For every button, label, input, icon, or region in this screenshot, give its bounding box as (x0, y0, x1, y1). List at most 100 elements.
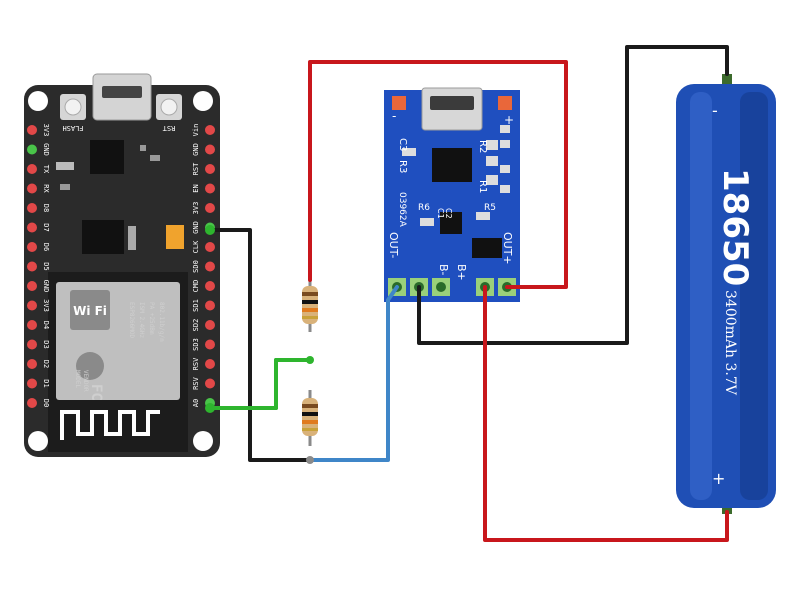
module-line: PA +25dBm (148, 302, 155, 335)
junction (306, 456, 314, 464)
left-pin (27, 359, 37, 369)
battery-18650: - + 18650 3400mAh 3.7V (676, 74, 776, 514)
a0-pin-highlight (205, 403, 215, 413)
left-pin (27, 378, 37, 389)
left-pin-label: D1 (42, 379, 50, 387)
right-pin-label: CMD (192, 280, 200, 293)
label-r6: R6 (418, 203, 430, 213)
module-label: ESP8266MOD (128, 302, 135, 339)
right-pin-label: CLK (192, 240, 200, 253)
left-pin (27, 300, 37, 311)
right-pin (205, 144, 215, 155)
resistor-r-bottom (302, 390, 318, 446)
module-line: 802.11b/g/n (158, 302, 165, 342)
wire-out-plus-to-divider (308, 60, 568, 289)
label-out-minus: OUT- (387, 232, 400, 258)
rst-button (156, 94, 182, 120)
left-pin-label: D4 (42, 321, 50, 329)
right-pin (205, 125, 215, 135)
left-pin (27, 222, 37, 233)
terminal-unused (432, 278, 450, 296)
right-pin (205, 261, 215, 272)
label-code: 03962A (397, 192, 407, 228)
left-pin-label: 3V3 (42, 299, 50, 312)
left-pin (27, 320, 37, 330)
pcb-antenna (60, 410, 160, 440)
right-pin-label: 3V3 (192, 202, 200, 215)
right-pin-label: SD2 (192, 319, 200, 332)
right-pin (205, 281, 215, 291)
wire-divider-to-out-minus (308, 285, 399, 462)
gnd-pin-highlight (205, 225, 215, 235)
label-r2: R2 (477, 140, 488, 153)
left-pin-label: D2 (42, 360, 50, 368)
left-pin-label: TX (42, 165, 50, 174)
label-r5: R5 (484, 203, 496, 213)
flash-button (60, 94, 86, 120)
left-pin (27, 281, 37, 291)
vendor-label: VENDOR (82, 370, 89, 392)
left-pin (27, 203, 37, 213)
mount-hole (193, 431, 213, 451)
left-pin-label: D3 (42, 340, 50, 348)
battery-spec-label: 3400mAh 3.7V (722, 290, 738, 396)
right-pin-label: SD1 (192, 299, 200, 312)
voltage-regulator (82, 220, 124, 254)
usb-serial-chip (90, 140, 124, 174)
right-pin-label: RST (192, 162, 200, 175)
left-pin (27, 261, 37, 272)
left-pin (27, 164, 37, 174)
left-pin (27, 144, 37, 155)
left-pin-label: 3V3 (42, 124, 50, 137)
right-pin-label: Vin (192, 124, 200, 137)
mount-hole (28, 431, 48, 451)
nodemcu-board: FLASH RST Wi Fi ESP8266MOD ISM 2.4GHz PA… (24, 73, 220, 457)
right-pin (205, 242, 215, 252)
label-plus: + (504, 113, 514, 127)
protection-ic (440, 212, 462, 234)
mount-hole (193, 91, 213, 111)
left-pin-label: D6 (42, 243, 50, 251)
battery-minus-label: - (712, 101, 718, 120)
capacitor (166, 225, 184, 249)
right-pin-label: SD0 (192, 260, 200, 273)
left-pin-label: D7 (42, 223, 50, 231)
charger-ic (432, 148, 472, 182)
right-pin (205, 164, 215, 174)
battery-plus-label: + (712, 469, 725, 488)
module-line: ISM 2.4GHz (138, 302, 145, 339)
label-r3: R3 (397, 160, 408, 173)
mosfet-ic (472, 238, 502, 258)
label-c2: C2 (444, 208, 453, 219)
right-pin (205, 183, 215, 194)
right-pin-label: EN (192, 184, 200, 192)
left-pin (27, 242, 37, 252)
left-pin-label: GND (42, 280, 50, 293)
right-pin-label: GND (192, 143, 200, 156)
label-b-plus: B+ (455, 264, 468, 281)
right-pin (205, 359, 215, 369)
resistor-r-top (302, 278, 318, 332)
model-label: MODEL (74, 370, 81, 388)
left-pin-label: RX (42, 184, 50, 193)
right-pin-label: A0 (192, 399, 200, 407)
flash-label: FLASH (62, 124, 83, 132)
fcc-logo: FC (88, 384, 104, 401)
right-pin-label: RSV (192, 357, 200, 370)
label-r1: R1 (477, 180, 488, 193)
label-out-plus: OUT+ (501, 232, 514, 265)
left-pin (27, 398, 37, 408)
battery-negative-terminal (722, 74, 732, 88)
rst-label: RST (162, 124, 175, 132)
right-pin (205, 203, 215, 213)
right-pin (205, 300, 215, 311)
junction (306, 356, 314, 364)
left-pin (27, 339, 37, 350)
charger-module: C3 R3 R2 R1 R6 R5 C1 C2 03962A OUT- OUT+… (384, 87, 520, 302)
right-pin (205, 378, 215, 389)
right-pin (205, 339, 215, 350)
label-b-minus: B- (437, 264, 450, 276)
right-pin-label: SD3 (192, 338, 200, 351)
